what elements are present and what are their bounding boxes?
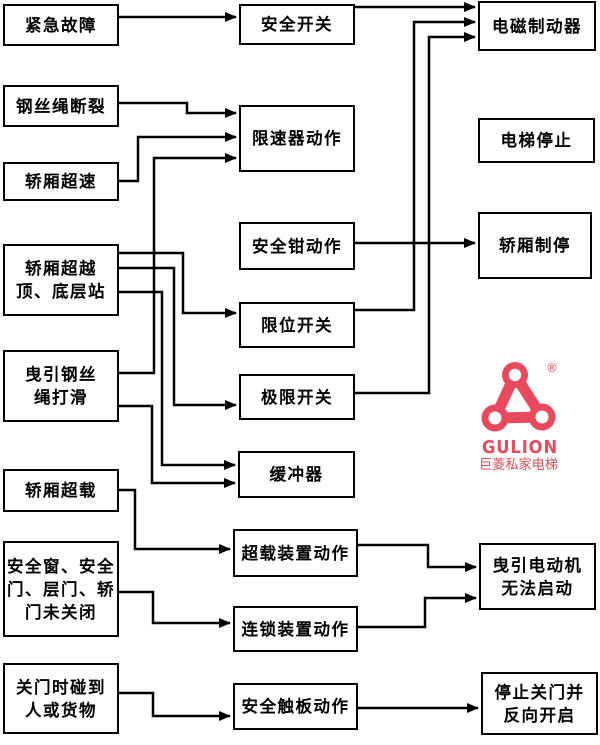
- node-car-overspeed: 轿厢超速: [3, 162, 119, 201]
- node-label: 安全触板动作: [241, 697, 350, 716]
- node-car-braked: 轿厢制停: [478, 212, 592, 279]
- logo-pulley-right-icon: [528, 403, 556, 431]
- node-buffer: 缓冲器: [238, 451, 355, 498]
- edge-wire-rope-break-to-governor-action: [119, 101, 237, 118]
- node-label: 钢丝绳断裂: [16, 96, 106, 116]
- edge-doors-not-closed-to-interlock-device-action: [119, 590, 231, 628]
- edge-interlock-device-to-traction-motor: [358, 593, 477, 629]
- node-safety-edge-action: 安全触板动作: [233, 683, 358, 730]
- node-overload-device-action: 超载装置动作: [233, 529, 358, 577]
- node-label: 轿厢超载: [25, 481, 97, 500]
- node-label: 轿厢超越 顶、底层站: [16, 259, 106, 301]
- node-label: 安全窗、安全 门、层门、轿 门未关闭: [7, 556, 115, 622]
- node-label: 停止关门并 反向开启: [494, 682, 585, 725]
- node-electromagnetic-brake: 电磁制动器: [478, 1, 596, 51]
- node-safety-switch: 安全开关: [239, 4, 355, 45]
- node-label: 限位开关: [261, 315, 333, 335]
- node-label: 轿厢制停: [499, 236, 571, 255]
- edge-traction-rope-slip-to-buffer: [119, 404, 236, 488]
- logo-pulley-left-icon: [481, 404, 509, 432]
- node-traction-motor-cannot-start: 曳引电动机 无法启动: [479, 543, 596, 610]
- node-limit-switch: 限位开关: [239, 302, 355, 348]
- node-traction-rope-slip: 曳引钢丝 绳打滑: [3, 350, 119, 422]
- node-wire-rope-break: 钢丝绳断裂: [3, 85, 119, 127]
- edge-final-limit-switch-to-electromagnetic-brake: [355, 32, 476, 395]
- logo-triangle-icon: [489, 369, 548, 424]
- logo-pulley-left-hole: [488, 411, 502, 425]
- gulion-logo: ® GULION 巨菱私家电梯: [479, 361, 558, 473]
- node-label: 电梯停止: [500, 131, 573, 150]
- node-door-meets-obstacle: 关门时碰到 人或货物: [3, 663, 119, 734]
- brand-name: GULION: [482, 437, 558, 458]
- edge-overload-device-to-traction-motor: [358, 543, 477, 572]
- node-car-overrun-terminal: 轿厢超越 顶、底层站: [3, 244, 119, 316]
- node-label: 极限开关: [261, 387, 333, 407]
- node-label: 连锁装置动作: [241, 619, 350, 639]
- edge-car-overload-to-overload-device-action: [119, 488, 231, 554]
- node-stop-closing-reverse-open: 停止关门并 反向开启: [481, 672, 598, 735]
- logo-pulley-top-hole: [508, 368, 522, 382]
- node-interlock-device-action: 连锁装置动作: [233, 606, 358, 652]
- registered-trademark: ®: [546, 361, 558, 375]
- node-label: 安全开关: [261, 15, 333, 34]
- logo-pulley-top-icon: [502, 362, 528, 388]
- node-safety-gear-action: 安全钳动作: [239, 222, 355, 270]
- node-doors-not-closed: 安全窗、安全 门、层门、轿 门未关闭: [3, 541, 119, 637]
- logo-pulley-right-hole: [535, 410, 549, 424]
- node-final-limit-switch: 极限开关: [239, 374, 355, 420]
- node-label: 紧急故障: [25, 15, 97, 35]
- edge-traction-rope-slip-to-governor-action: [119, 153, 237, 375]
- node-label: 曳引钢丝 绳打滑: [25, 365, 97, 407]
- node-elevator-stop: 电梯停止: [478, 118, 595, 163]
- edge-door-meets-obstacle-to-safety-edge-action: [119, 691, 231, 721]
- node-label: 限速器动作: [252, 129, 342, 148]
- edge-car-overrun-to-final-limit-switch: [119, 266, 237, 410]
- node-governor-action: 限速器动作: [239, 105, 355, 172]
- edge-car-overrun-to-buffer: [119, 290, 236, 470]
- node-label: 曳引电动机 无法启动: [492, 555, 583, 598]
- edge-car-overspeed-to-governor-action: [119, 132, 237, 183]
- node-label: 轿厢超速: [25, 172, 97, 191]
- brand-tagline: 巨菱私家电梯: [479, 456, 558, 473]
- node-car-overload: 轿厢超载: [3, 469, 119, 512]
- node-label: 关门时碰到 人或货物: [16, 677, 106, 720]
- node-label: 电磁制动器: [492, 16, 582, 36]
- node-label: 安全钳动作: [252, 236, 342, 256]
- edge-limit-switch-to-electromagnetic-brake: [355, 17, 476, 312]
- node-emergency-fault: 紧急故障: [3, 4, 119, 46]
- node-label: 缓冲器: [269, 465, 324, 484]
- node-label: 超载装置动作: [241, 543, 350, 563]
- edge-car-overrun-to-limit-switch: [119, 251, 237, 318]
